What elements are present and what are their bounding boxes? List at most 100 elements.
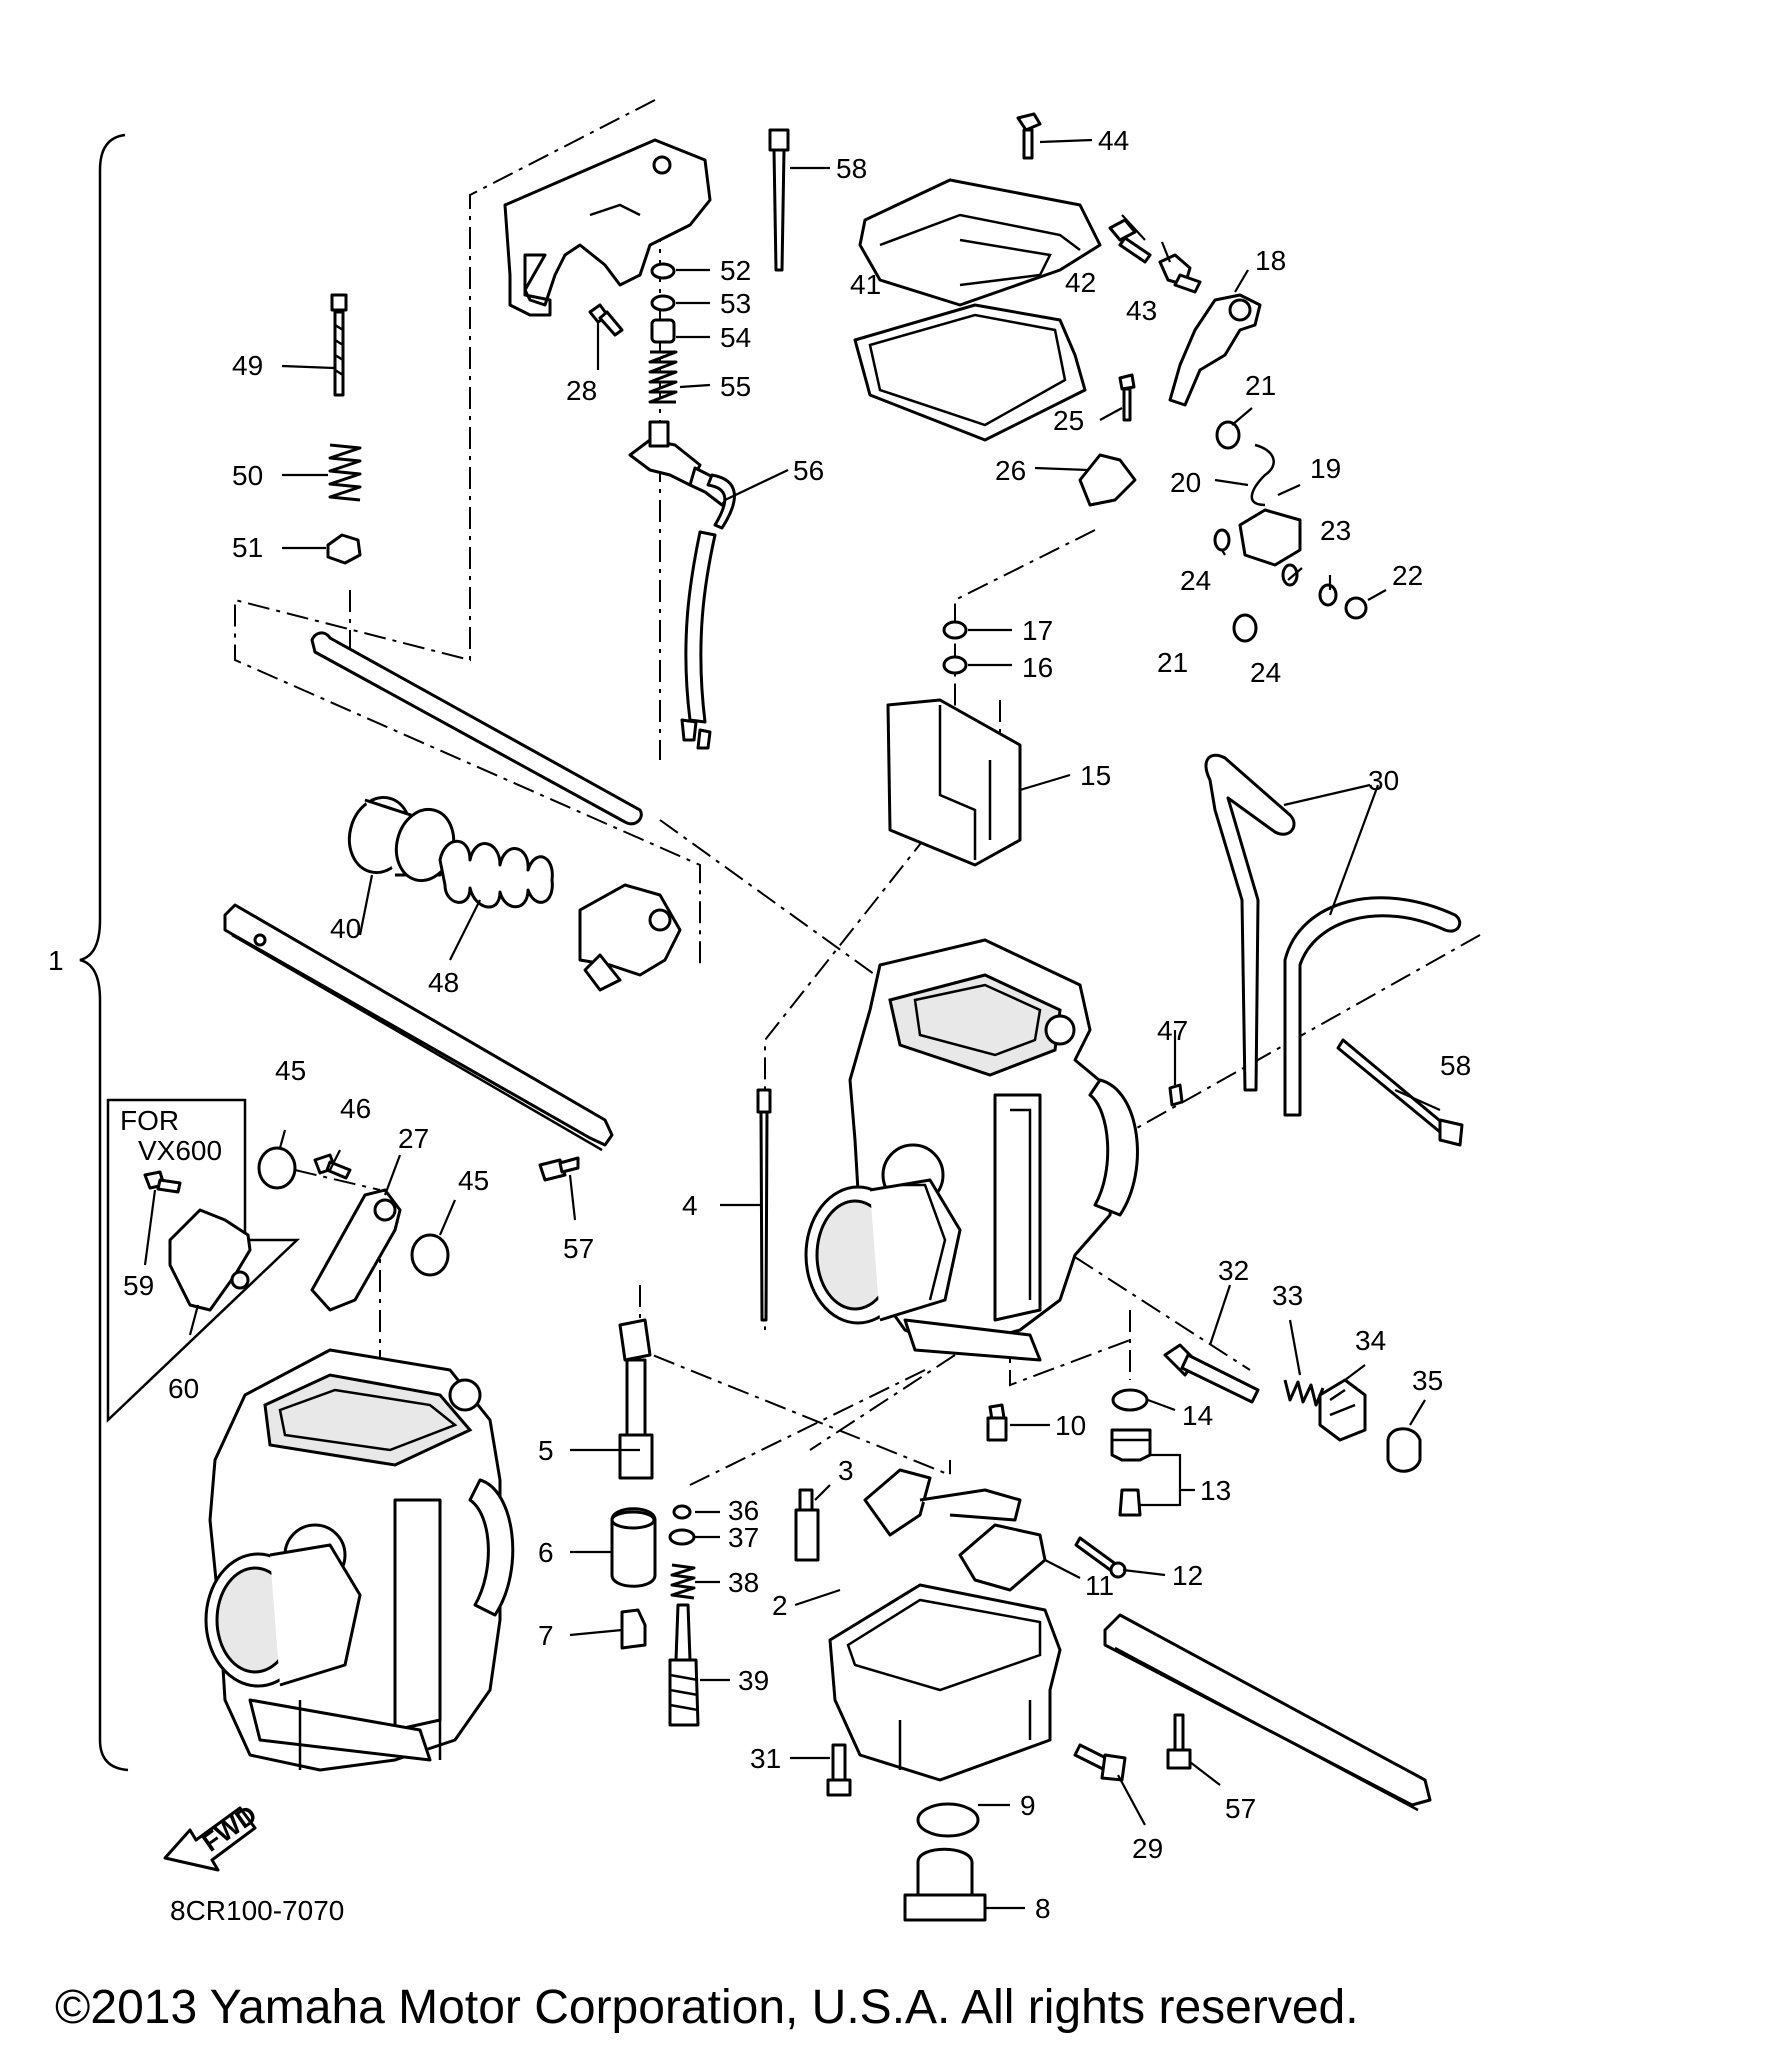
callout-12: 12 xyxy=(1172,1560,1203,1591)
plug-8 xyxy=(903,1847,987,1922)
callout-3: 3 xyxy=(838,1455,854,1486)
callout-27: 27 xyxy=(398,1123,429,1154)
screw-29 xyxy=(1073,1743,1127,1782)
vx600-note-line1: FOR xyxy=(120,1105,179,1136)
callout-23: 23 xyxy=(1320,515,1351,546)
needle-4 xyxy=(756,1088,772,1322)
callout-34: 34 xyxy=(1355,1325,1386,1356)
screw-25 xyxy=(1118,373,1136,422)
jet-5 xyxy=(618,1318,654,1480)
link-bar-right xyxy=(1103,1613,1432,1812)
washer-23 xyxy=(1318,583,1338,607)
screw-39 xyxy=(668,1603,700,1727)
screw-57a xyxy=(538,1156,580,1182)
callout-29: 29 xyxy=(1132,1833,1163,1864)
callout-46: 46 xyxy=(340,1093,371,1124)
spring-20 xyxy=(1250,443,1275,507)
collar-21a xyxy=(1215,420,1241,450)
callout-57a: 57 xyxy=(563,1233,594,1264)
leader-lines xyxy=(143,138,1441,1910)
washer-22 xyxy=(1344,596,1368,620)
callout-9: 9 xyxy=(1020,1790,1036,1821)
screw-10 xyxy=(986,1403,1008,1442)
screw-43 xyxy=(1158,253,1202,294)
throttle-bracket xyxy=(503,138,712,317)
callout-20: 20 xyxy=(1170,467,1201,498)
callout-17: 17 xyxy=(1022,615,1053,646)
callout-48: 48 xyxy=(428,967,459,998)
needle-49 xyxy=(330,293,348,397)
callout-7: 7 xyxy=(538,1620,554,1651)
screw-31 xyxy=(826,1743,852,1797)
jet-holder-6 xyxy=(610,1507,657,1588)
link-bar-left xyxy=(223,903,614,1152)
callout-37: 37 xyxy=(728,1522,759,1553)
screw-47 xyxy=(1168,1083,1184,1107)
cable-tie-58a xyxy=(768,128,790,272)
callout-16: 16 xyxy=(1022,652,1053,683)
callout-58b: 58 xyxy=(1440,1050,1471,1081)
callout-59: 59 xyxy=(123,1270,154,1301)
slide-plate-15 xyxy=(886,698,1022,867)
washer-24b xyxy=(1281,563,1299,587)
jet-7 xyxy=(620,1608,647,1650)
top-cover xyxy=(858,178,1102,307)
group-brace xyxy=(79,133,129,1772)
spring-33 xyxy=(1283,1379,1325,1407)
throttle-lever xyxy=(578,883,682,992)
figure-code: 8CR100-7070 xyxy=(170,1895,344,1926)
callout-52: 52 xyxy=(720,255,751,286)
washer-17 xyxy=(942,620,968,640)
spring-48 xyxy=(438,839,554,909)
callout-43: 43 xyxy=(1126,295,1157,326)
callout-47: 47 xyxy=(1157,1015,1188,1046)
spring-50 xyxy=(328,443,362,502)
oring-14 xyxy=(1111,1388,1149,1412)
screw-57b xyxy=(1166,1713,1192,1770)
callout-19: 19 xyxy=(1310,453,1341,484)
callout-4: 4 xyxy=(682,1190,698,1221)
callout-32: 32 xyxy=(1218,1255,1249,1286)
vx600-inset: FOR VX600 xyxy=(106,1098,301,1423)
screw-42 xyxy=(1108,218,1152,264)
valve-3 xyxy=(794,1488,820,1562)
callout-38: 38 xyxy=(728,1567,759,1598)
callout-8: 8 xyxy=(1035,1893,1051,1924)
callout-18: 18 xyxy=(1255,245,1286,276)
screw-44 xyxy=(1016,112,1042,160)
spring-stack xyxy=(648,262,678,404)
callout-1: 1 xyxy=(48,945,64,976)
callout-15: 15 xyxy=(1080,760,1111,791)
callout-60: 60 xyxy=(168,1373,199,1404)
hoses-30 xyxy=(1204,753,1462,1117)
callout-51: 51 xyxy=(232,532,263,563)
callout-31: 31 xyxy=(750,1743,781,1774)
bracket-26 xyxy=(1078,453,1137,507)
callout-35: 35 xyxy=(1412,1365,1443,1396)
callout-41: 41 xyxy=(850,269,881,300)
callout-2: 2 xyxy=(772,1590,788,1621)
callout-14: 14 xyxy=(1182,1400,1213,1431)
screw-32 xyxy=(1163,1343,1260,1404)
carburetor-secondary xyxy=(204,1348,515,1772)
callout-26: 26 xyxy=(995,455,1026,486)
screw-28 xyxy=(588,303,624,337)
callout-45a: 45 xyxy=(275,1055,306,1086)
sensor-60 xyxy=(168,1208,252,1312)
callout-6: 6 xyxy=(538,1537,554,1568)
lever-18 xyxy=(1168,293,1262,407)
spring-38 xyxy=(670,1563,696,1600)
callout-40: 40 xyxy=(330,913,361,944)
carburetor-main xyxy=(804,938,1139,1362)
collar-45a xyxy=(257,1146,297,1190)
callout-57b: 57 xyxy=(1225,1793,1256,1824)
screw-34 xyxy=(1318,1378,1367,1442)
callout-53: 53 xyxy=(720,288,751,319)
throttle-shaft xyxy=(310,631,643,826)
callout-10: 10 xyxy=(1055,1410,1086,1441)
callout-5: 5 xyxy=(538,1435,554,1466)
callout-33: 33 xyxy=(1272,1280,1303,1311)
callout-25: 25 xyxy=(1053,405,1084,436)
collar-21b xyxy=(1232,613,1258,643)
